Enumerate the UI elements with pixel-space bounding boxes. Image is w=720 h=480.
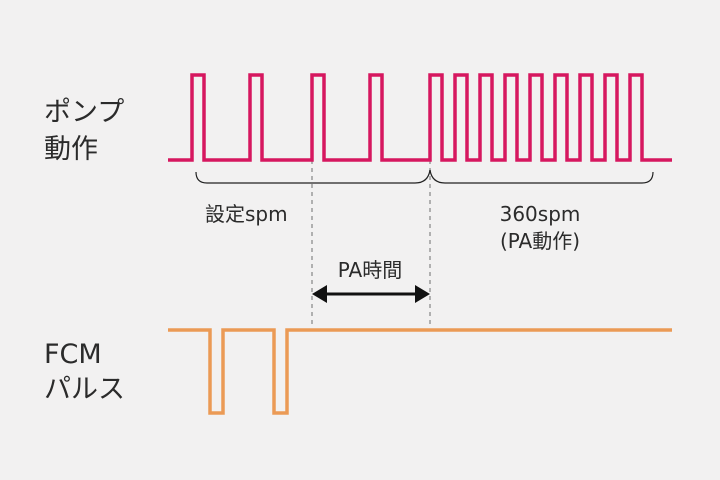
pa-operation-label: (PA動作) xyxy=(499,229,581,253)
pump-label-line1: ポンプ xyxy=(44,97,125,128)
pump-pulse-waveform xyxy=(168,73,672,162)
fcm-label-line2: パルス xyxy=(44,374,125,405)
set-spm-label: 設定spm xyxy=(205,202,288,226)
fcm-label-line1: FCM xyxy=(44,339,102,370)
spm-360-brace xyxy=(429,169,654,184)
set-spm-brace xyxy=(195,169,431,184)
fcm-pulse-waveform xyxy=(168,328,672,415)
pa-time-label: PA時間 xyxy=(337,258,403,282)
spm-360-label: 360spm xyxy=(499,202,581,226)
pa-time-arrow-left-head xyxy=(312,285,327,303)
pa-time-arrow-right-head xyxy=(415,285,430,303)
pump-label-line2: 動作 xyxy=(44,134,98,165)
